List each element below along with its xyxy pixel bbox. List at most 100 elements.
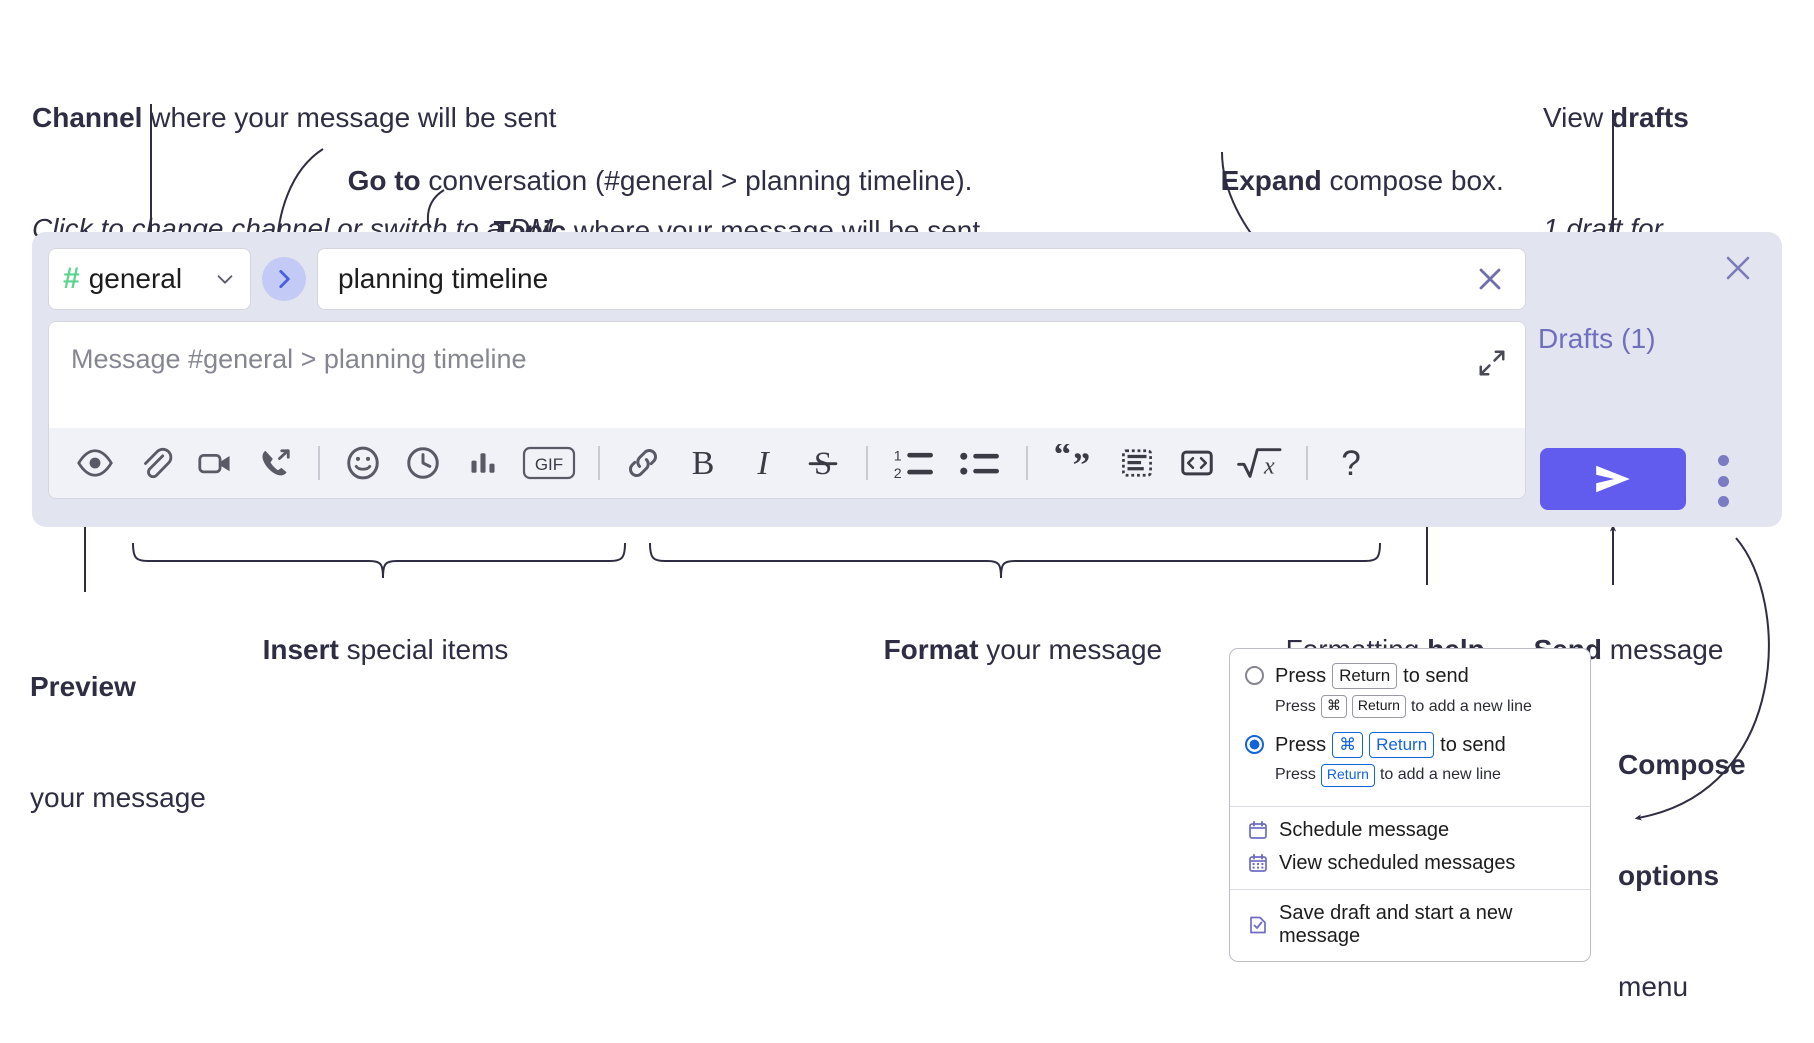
preview-button[interactable]: [72, 440, 118, 486]
drafts-link[interactable]: Drafts (1): [1538, 323, 1656, 354]
key-return: Return: [1320, 764, 1375, 787]
blockquote-button[interactable]: “ ”: [1048, 440, 1100, 486]
go-to-conversation-button[interactable]: [262, 257, 306, 301]
menu-item-save-draft[interactable]: Save draft and start a new message: [1230, 897, 1590, 953]
menu-item-schedule-message[interactable]: Schedule message: [1230, 814, 1590, 847]
formatting-help-button[interactable]: ?: [1328, 440, 1374, 486]
radio-command-return-to-send[interactable]: [1245, 734, 1264, 754]
video-icon: [198, 454, 230, 474]
annotation-compose-options: Compose options menu: [1618, 673, 1746, 1043]
annotation-channel-rest: where your message will be sent: [142, 101, 557, 133]
poll-button[interactable]: [460, 440, 506, 486]
code-block-button[interactable]: [1114, 440, 1160, 486]
annotation-compose-options-bold1: Compose: [1618, 748, 1746, 780]
compose-options-button[interactable]: [1712, 455, 1734, 507]
ordered-list-icon: 1 2: [894, 448, 933, 482]
more-options-icon: [1717, 475, 1729, 487]
send-icon: [1596, 465, 1630, 493]
calendar-icon: [1248, 820, 1268, 840]
annotation-channel-bold: Channel: [32, 101, 143, 133]
italic-icon: I: [756, 445, 770, 482]
gif-icon: GIF: [522, 446, 576, 480]
annotation-channel-italic: Click to change channel or switch to a D…: [32, 212, 562, 244]
attachment-icon: [144, 447, 173, 479]
link-button[interactable]: [620, 440, 666, 486]
svg-text:x: x: [1263, 454, 1275, 480]
bulleted-list-button[interactable]: [954, 440, 1006, 486]
annotation-expand: Expand compose box.: [1205, 126, 1504, 200]
key-return: Return: [1351, 695, 1406, 718]
svg-text:“: “: [1054, 444, 1072, 474]
composer-header-row: # general planning timeline: [48, 248, 1526, 310]
option2-pre: Press: [1275, 733, 1327, 756]
message-box: Message #general > planning timeline: [48, 321, 1526, 499]
formatting-toolbar: GIF B: [49, 428, 1525, 498]
annotation-insert: Insert special items: [247, 595, 509, 669]
link-icon: [629, 449, 657, 477]
menu-divider: [1230, 888, 1590, 890]
preview-icon: [77, 449, 113, 477]
emoji-button[interactable]: [340, 440, 386, 486]
reminder-button[interactable]: [400, 440, 446, 486]
clock-icon: [407, 447, 439, 479]
annotation-insert-rest: special items: [338, 633, 509, 665]
topic-input[interactable]: planning timeline: [317, 248, 1526, 310]
annotation-drafts-pre: View: [1543, 101, 1611, 133]
annotation-expand-rest: compose box.: [1321, 164, 1504, 196]
option1-post: to send: [1403, 665, 1469, 688]
code-button[interactable]: [1174, 440, 1220, 486]
huddle-button[interactable]: [252, 440, 298, 486]
record-video-button[interactable]: [192, 440, 238, 486]
annotation-expand-bold: Expand: [1220, 164, 1322, 196]
annotation-format-bold: Format: [883, 633, 979, 665]
svg-text:2: 2: [894, 466, 902, 482]
calendar-grid-icon: [1248, 853, 1268, 873]
emoji-icon: [347, 446, 379, 480]
bold-button[interactable]: B: [680, 440, 726, 486]
channel-selector[interactable]: # general: [48, 248, 251, 310]
poll-icon: [471, 453, 495, 473]
math-button[interactable]: x: [1234, 440, 1286, 486]
key-command: ⌘: [1320, 695, 1347, 718]
svg-text:?: ?: [1341, 444, 1361, 482]
help-icon: ?: [1341, 444, 1361, 482]
close-icon: [1726, 256, 1750, 280]
send-button[interactable]: [1540, 448, 1686, 510]
more-options-icon: [1717, 455, 1729, 466]
menu-item-view-scheduled[interactable]: View scheduled messages: [1230, 847, 1590, 880]
menu-divider: [1230, 805, 1590, 807]
more-options-icon: [1717, 496, 1729, 507]
blockquote-icon: “ ”: [1054, 444, 1091, 482]
send-option-command-return[interactable]: Press ⌘ Return to send Press Return to a…: [1230, 728, 1590, 797]
message-input[interactable]: Message #general > planning timeline: [49, 322, 1525, 428]
menu-item-label: View scheduled messages: [1279, 851, 1516, 874]
panel-close-button[interactable]: [1720, 250, 1756, 286]
svg-text:GIF: GIF: [535, 455, 563, 474]
svg-text:I: I: [756, 445, 770, 482]
topic-clear-button[interactable]: [1473, 262, 1507, 296]
option2-sub-pre: Press: [1275, 766, 1316, 784]
annotation-goto-rest: conversation (#general > planning timeli…: [420, 164, 973, 196]
italic-button[interactable]: I: [740, 440, 786, 486]
annotation-format-rest: your message: [978, 633, 1163, 665]
channel-name: general: [88, 263, 183, 294]
key-return: Return: [1369, 731, 1435, 758]
toolbar-separator: [1026, 446, 1028, 480]
chevron-right-icon: [279, 270, 290, 288]
strikethrough-button[interactable]: S: [800, 440, 846, 486]
radio-return-to-send[interactable]: [1245, 666, 1264, 685]
expand-icon: [1479, 350, 1505, 376]
strikethrough-icon: S: [808, 446, 838, 482]
ordered-list-button[interactable]: 1 2: [888, 440, 940, 486]
gif-button[interactable]: GIF: [520, 440, 578, 486]
composer: # general planning timeline Message #gen…: [48, 248, 1526, 499]
toolbar-separator: [598, 446, 600, 480]
svg-text:1: 1: [894, 448, 902, 464]
annotation-send-rest: message: [1602, 633, 1724, 665]
annotation-compose-options-rest: menu: [1618, 970, 1689, 1002]
attach-file-button[interactable]: [132, 440, 178, 486]
annotation-compose-options-bold2: options: [1618, 859, 1720, 891]
expand-compose-button[interactable]: [1477, 348, 1507, 378]
send-option-return[interactable]: Press Return to send Press ⌘ Return to a…: [1230, 659, 1590, 728]
code-icon: [1181, 450, 1213, 476]
